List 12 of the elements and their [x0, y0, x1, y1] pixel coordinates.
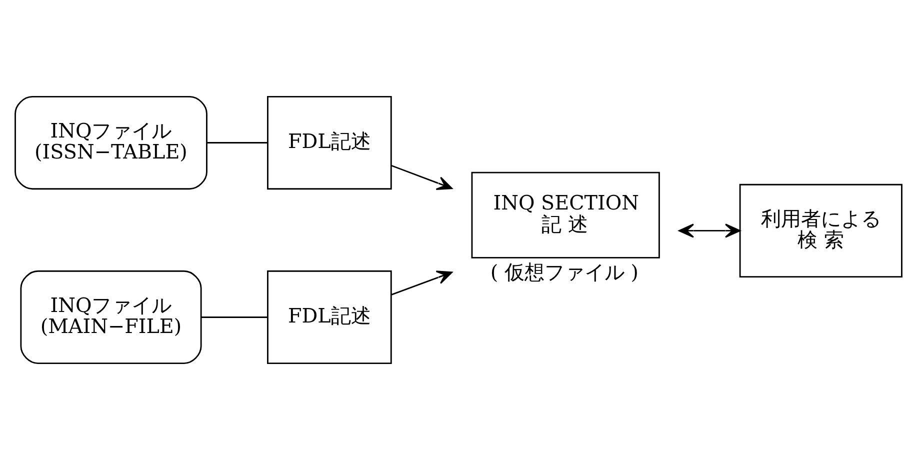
node-label: ( 仮想ファイル )	[490, 261, 639, 284]
arrow	[391, 270, 452, 296]
connector	[201, 316, 268, 318]
node-box: INQファイル (ISSN−TABLE)	[14, 96, 208, 190]
arrow	[391, 164, 452, 190]
connector	[206, 142, 268, 144]
node-box: FDL記述	[267, 96, 392, 190]
node-box: FDL記述	[267, 270, 392, 364]
arrow	[678, 224, 740, 238]
node-box: INQファイル (MAIN−FILE)	[20, 270, 202, 364]
node-box: 利用者による 検 索	[739, 184, 902, 278]
node-box: INQ SECTION 記 述	[471, 172, 660, 258]
